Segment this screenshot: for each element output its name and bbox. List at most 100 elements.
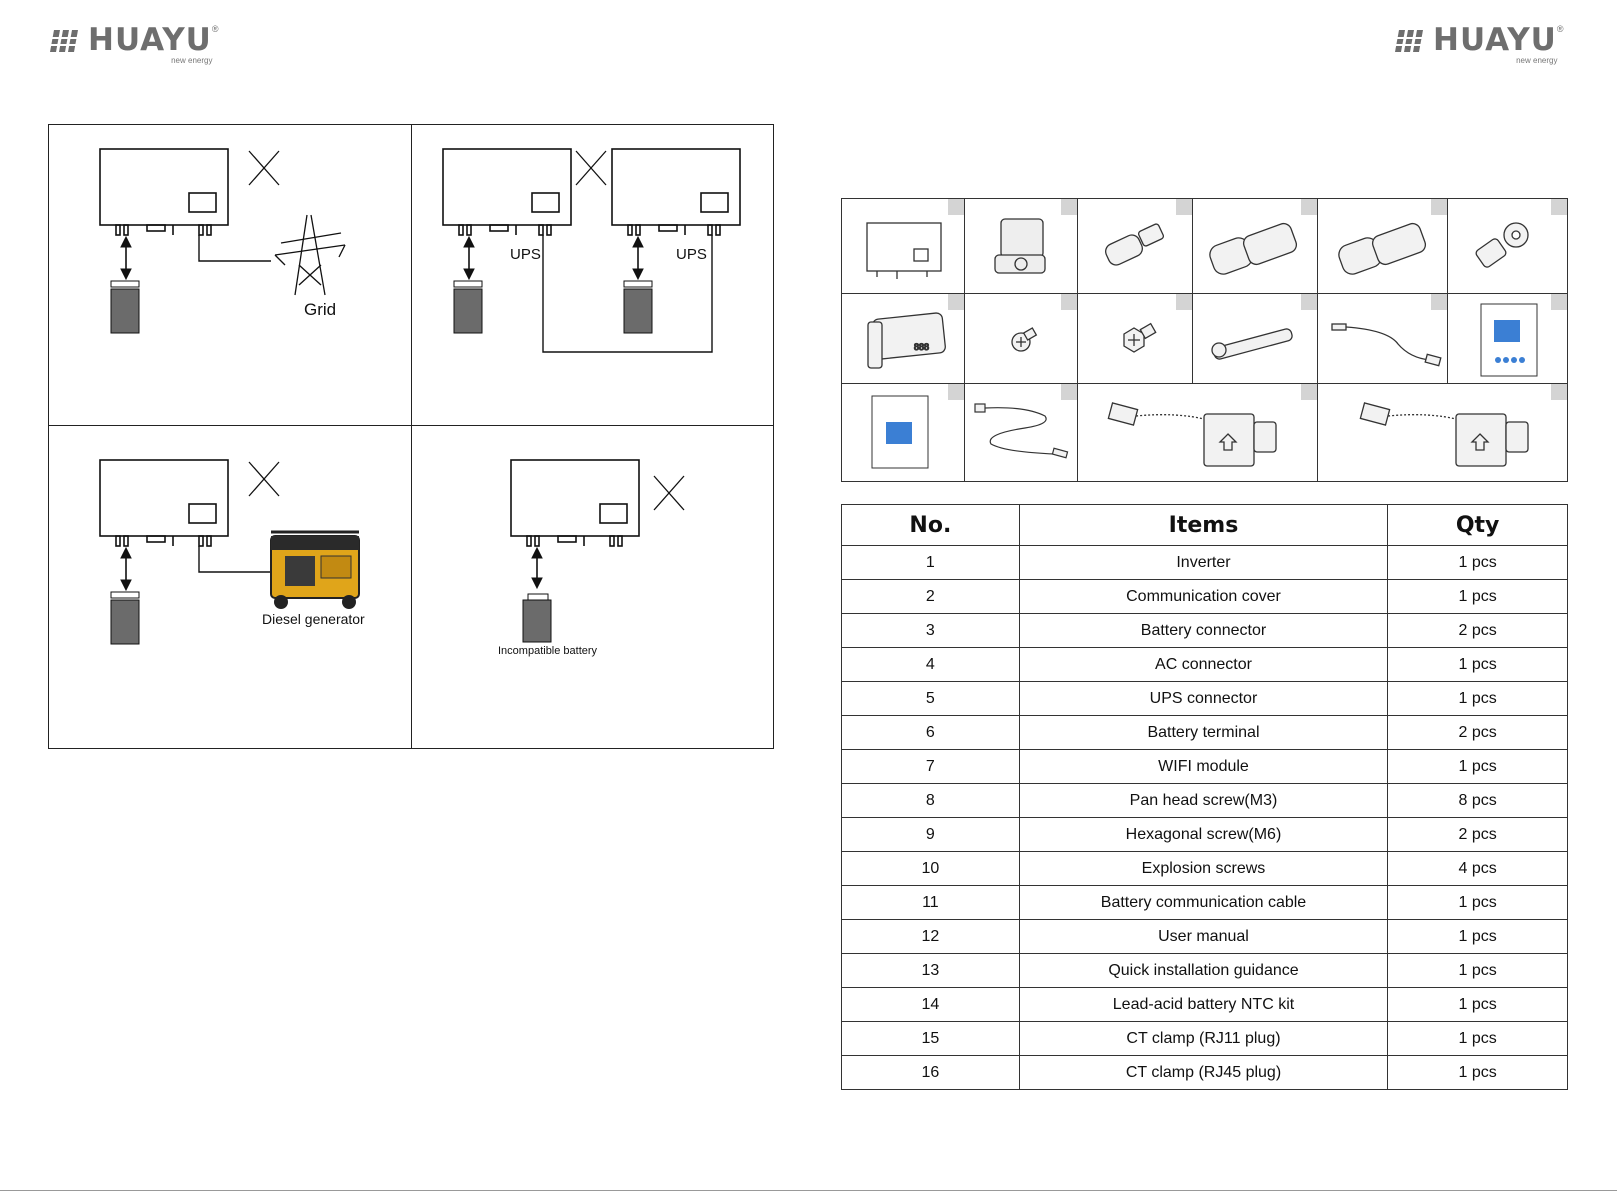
brand-tagline: new energy <box>1516 56 1558 65</box>
table-header-row: No. Items Qty <box>841 504 1568 546</box>
huayu-logo-mark-icon <box>1393 30 1427 52</box>
cell-qty: 1 pcs <box>1387 885 1568 920</box>
part-image-explosion-screws <box>1193 294 1318 384</box>
part-image-quick-installation-guidance <box>842 384 965 481</box>
inverter-icon <box>442 148 572 236</box>
cell-no: 10 <box>841 851 1020 886</box>
cell-item: WIFI module <box>1018 749 1389 784</box>
cell-no: 13 <box>841 953 1020 988</box>
part-number-tag <box>1061 384 1077 400</box>
part-image-battery-communication-cable <box>1318 294 1448 384</box>
cell-item: User manual <box>1018 919 1389 954</box>
divider <box>49 425 773 426</box>
cell-no: 4 <box>841 647 1020 682</box>
diagram-diesel-generator: Diesel generator <box>49 426 411 737</box>
diagram-incompatible-battery: Incompatible battery <box>412 426 774 737</box>
inverter-icon <box>99 148 229 236</box>
part-number-tag <box>1301 199 1317 215</box>
cell-qty: 2 pcs <box>1387 817 1568 852</box>
registered-mark: ® <box>1556 24 1564 34</box>
cell-item: Battery terminal <box>1018 715 1389 750</box>
incompatible-battery-label: Incompatible battery <box>498 645 598 657</box>
inverter-icon <box>99 459 229 547</box>
cell-qty: 1 pcs <box>1387 749 1568 784</box>
battery-icon <box>522 593 552 643</box>
cell-no: 8 <box>841 783 1020 818</box>
part-image-ups-connector <box>1318 199 1448 294</box>
huayu-logo-right: HUAYU ® new energy <box>1393 24 1564 65</box>
cell-item: Explosion screws <box>1018 851 1389 886</box>
brand-tagline: new energy <box>171 56 213 65</box>
diesel-generator-label: Diesel generator <box>262 611 365 627</box>
registered-mark: ® <box>211 24 219 34</box>
double-arrow-icon <box>120 546 132 592</box>
cell-item: Inverter <box>1018 545 1389 580</box>
part-image-ntc-kit <box>965 384 1078 481</box>
column-header-items: Items <box>1018 504 1389 546</box>
part-number-tag <box>1176 294 1192 310</box>
divider <box>411 125 412 748</box>
svg-text:888: 888 <box>914 342 929 352</box>
cross-mark-icon <box>248 150 280 186</box>
grid-label: Grid <box>304 300 337 319</box>
cell-no: 11 <box>841 885 1020 920</box>
prohibited-connections-diagram: Grid <box>48 124 774 749</box>
cell-qty: 4 pcs <box>1387 851 1568 886</box>
brand-name: HUAYU <box>88 22 212 58</box>
column-header-qty: Qty <box>1387 504 1568 546</box>
battery-icon <box>110 591 140 645</box>
cell-item: Pan head screw(M3) <box>1018 783 1389 818</box>
cell-qty: 1 pcs <box>1387 647 1568 682</box>
cross-mark-icon <box>575 150 607 186</box>
inverter-icon <box>611 148 741 236</box>
footer-rule <box>0 1190 1617 1191</box>
cell-qty: 2 pcs <box>1387 715 1568 750</box>
cell-qty: 1 pcs <box>1387 579 1568 614</box>
part-number-tag <box>1301 384 1317 400</box>
part-image-ac-connector <box>1193 199 1318 294</box>
cell-item: Battery connector <box>1018 613 1389 648</box>
part-number-tag <box>948 294 964 310</box>
diesel-generator-icon <box>270 530 360 609</box>
cell-item: AC connector <box>1018 647 1389 682</box>
cell-item: Lead-acid battery NTC kit <box>1018 987 1389 1022</box>
part-number-tag <box>1431 294 1447 310</box>
cell-no: 3 <box>841 613 1020 648</box>
part-number-tag <box>1551 384 1567 400</box>
cell-no: 14 <box>841 987 1020 1022</box>
cross-mark-icon <box>653 475 685 511</box>
power-tower-icon <box>274 214 346 296</box>
diagram-grid-connection: Grid <box>49 125 411 436</box>
part-image-hexagonal-screw <box>1078 294 1193 384</box>
double-arrow-icon <box>632 235 644 281</box>
cell-qty: 1 pcs <box>1387 545 1568 580</box>
cell-item: Battery communication cable <box>1018 885 1389 920</box>
double-arrow-icon <box>531 546 543 590</box>
cell-no: 7 <box>841 749 1020 784</box>
part-number-tag <box>1551 294 1567 310</box>
cell-qty: 1 pcs <box>1387 987 1568 1022</box>
part-number-tag <box>1061 199 1077 215</box>
huayu-logo-mark-icon <box>48 30 82 52</box>
part-number-tag <box>1551 199 1567 215</box>
part-image-communication-cover <box>965 199 1078 294</box>
part-number-tag <box>1431 199 1447 215</box>
cell-item: Communication cover <box>1018 579 1389 614</box>
cell-no: 12 <box>841 919 1020 954</box>
cell-qty: 1 pcs <box>1387 953 1568 988</box>
